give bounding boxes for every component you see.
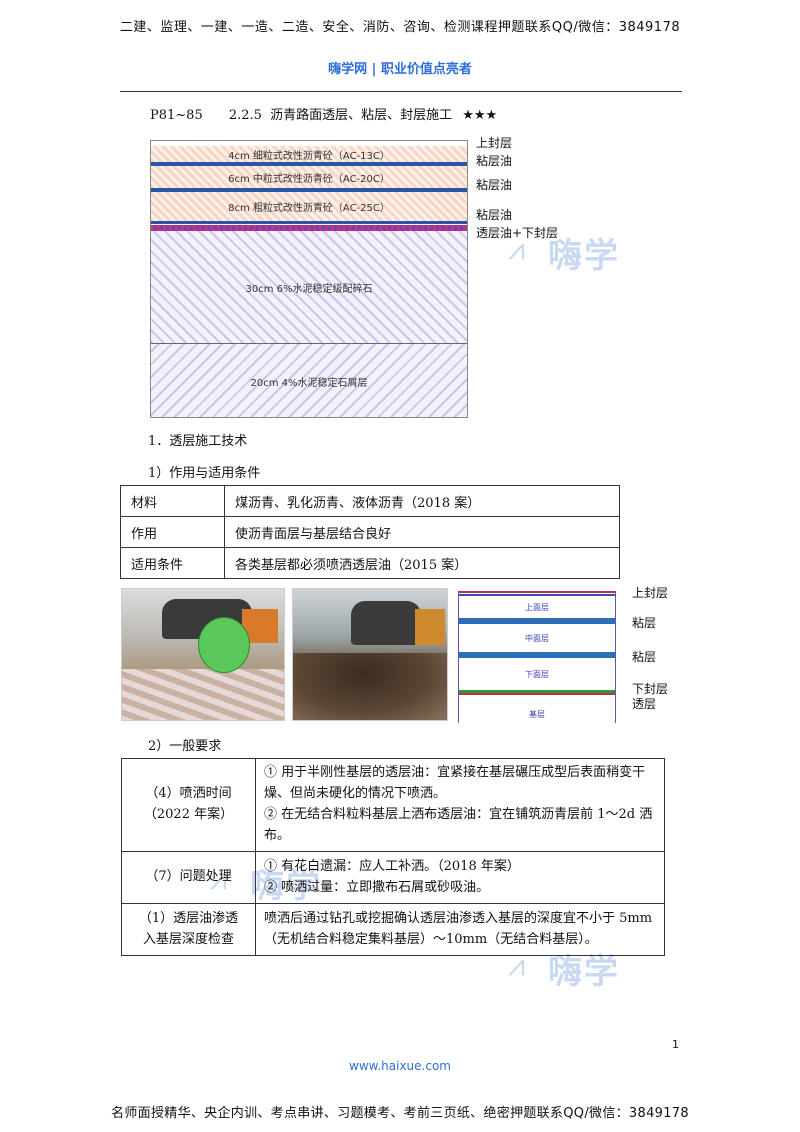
pave-layer-1: 4cm 细粒式改性沥青砼（AC-13C）	[151, 146, 467, 162]
layer-lower: 下面层	[525, 670, 549, 679]
truck-photo-2	[292, 588, 448, 721]
pave-oil-line	[151, 188, 467, 192]
table-value: ① 用于半刚性基层的透层油：宜紧接在基层碾压成型后表面稍变干燥、但尚未硬化的情况…	[255, 758, 665, 852]
label-prime: 透层	[632, 697, 657, 711]
table-row: 作用 使沥青面层与基层结合良好	[120, 516, 620, 548]
pavement-structure-figure: 4cm 细粒式改性沥青砼（AC-13C） 6cm 中粒式改性沥青砼（AC-20C…	[150, 140, 468, 418]
watermark-logo-icon: ⩘	[508, 948, 525, 983]
site-link[interactable]: www.haixue.com	[349, 1059, 451, 1073]
section-number: 2.2.5	[228, 108, 262, 123]
requirement-line: ① 用于半刚性基层的透层油：宜紧接在基层碾压成型后表面稍变干燥、但尚未硬化的情况…	[264, 765, 646, 802]
table-row: （4）喷洒时间 （2022 年案） ① 用于半刚性基层的透层油：宜紧接在基层碾压…	[121, 758, 665, 852]
page-number: 1	[672, 1038, 679, 1051]
table-row: （1）透层油渗透 入基层深度检查 喷洒后通过钻孔或挖掘确认透层油渗透入基层的深度…	[121, 903, 665, 956]
prime-coat-table: 材料 煤沥青、乳化沥青、液体沥青（2018 案） 作用 使沥青面层与基层结合良好…	[120, 485, 620, 579]
brand-slogan[interactable]: 嗨学网 | 职业价值点亮者	[328, 62, 472, 77]
table-value: 煤沥青、乳化沥青、液体沥青（2018 案）	[224, 485, 620, 517]
pave-layer-5: 20cm 4%水泥稳定石屑层	[151, 344, 467, 417]
table-key-line: （4）喷洒时间	[145, 786, 232, 802]
requirement-line: ① 有花白遗漏：应人工补洒。（2018 年案）	[264, 858, 520, 874]
pave-oil-line	[151, 162, 467, 166]
layer-schematic: 上面层 中面层 下面层 基层	[458, 591, 616, 723]
pave-seal-line	[151, 225, 467, 231]
requirement-line: ② 在无结合料粒料基层上洒布透层油：宜在铺筑沥青层前 1～2d 洒布。	[264, 807, 653, 843]
table-value: ① 有花白遗漏：应人工补洒。（2018 年案） ② 喷洒过量：立即撒布石屑或砂吸…	[255, 851, 665, 904]
table-row: 材料 煤沥青、乳化沥青、液体沥青（2018 案）	[120, 485, 620, 517]
label-upper-seal: 上封层	[632, 586, 669, 600]
section-heading: P81~85 2.2.5 沥青路面透层、粘层、封层施工 ★★★	[150, 104, 497, 123]
label-tack: 粘层	[632, 616, 657, 630]
table-key: （7）问题处理	[121, 851, 256, 904]
label-tack-coat: 粘层油	[476, 154, 513, 168]
label-tack-coat: 粘层油	[476, 208, 513, 222]
label-upper-seal: 上封层	[476, 136, 513, 150]
label-prime-lower-seal: 透层油+下封层	[476, 226, 559, 240]
table-key-line: 入基层深度检查	[142, 931, 234, 947]
requirement-line: 喷洒后通过钻孔或挖掘确认透层油渗透入基层的深度宜不小于 5mm（无机结合料稳定集…	[264, 910, 653, 947]
pave-layer-2: 6cm 中粒式改性沥青砼（AC-20C）	[151, 166, 467, 188]
watermark-logo: 嗨学	[548, 236, 620, 276]
table-value: 喷洒后通过钻孔或挖掘确认透层油渗透入基层的深度宜不小于 5mm（无机结合料稳定集…	[255, 903, 665, 956]
pave-layer-3: 8cm 粗粒式改性沥青砼（AC-25C）	[151, 192, 467, 221]
table-key-line: （2022 年案）	[143, 807, 234, 822]
watermark-logo-icon: ⩘	[508, 232, 525, 267]
label-tack-coat: 粘层油	[476, 178, 513, 192]
pave-oil-line	[151, 221, 467, 224]
subsection-subheading: 2）一般要求	[148, 739, 222, 754]
header-divider	[120, 91, 682, 92]
layer-base: 基层	[529, 710, 545, 719]
table-key-line: （7）问题处理	[145, 869, 232, 885]
table-key-line: （1）透层油渗透	[138, 910, 239, 926]
pave-divider	[151, 343, 467, 344]
table-value: 使沥青面层与基层结合良好	[224, 516, 620, 548]
table-value: 各类基层都必须喷洒透层油（2015 案）	[224, 547, 620, 579]
pave-layer-4: 30cm 6%水泥稳定级配碎石	[151, 231, 467, 343]
annotation-bubble	[198, 617, 250, 673]
requirement-line: ② 喷洒过量：立即撒布石屑或砂吸油。	[264, 879, 490, 895]
label-lower-seal: 下封层	[632, 682, 669, 696]
layer-middle: 中面层	[525, 634, 549, 643]
label-tack: 粘层	[632, 650, 657, 664]
table-row: 适用条件 各类基层都必须喷洒透层油（2015 案）	[120, 547, 620, 579]
general-requirements-table: （4）喷洒时间 （2022 年案） ① 用于半刚性基层的透层油：宜紧接在基层碾压…	[121, 758, 665, 956]
table-key: 作用	[120, 516, 225, 548]
table-key: （4）喷洒时间 （2022 年案）	[121, 758, 256, 852]
bottom-banner: 名师面授精华、央企内训、考点串讲、习题模考、考前三页纸、绝密押题联系QQ/微信：…	[111, 1106, 689, 1121]
subsection-heading: 1．透层施工技术	[148, 434, 248, 449]
section-title: 沥青路面透层、粘层、封层施工	[270, 108, 453, 123]
table-key: 适用条件	[120, 547, 225, 579]
importance-stars: ★★★	[462, 108, 498, 123]
layer-upper: 上面层	[525, 603, 549, 612]
table-row: （7）问题处理 ① 有花白遗漏：应人工补洒。（2018 年案） ② 喷洒过量：立…	[121, 851, 665, 904]
table-key: （1）透层油渗透 入基层深度检查	[121, 903, 256, 956]
subsection-subheading: 1）作用与适用条件	[148, 466, 261, 481]
table-key: 材料	[120, 485, 225, 517]
top-banner: 二建、监理、一建、一造、二造、安全、消防、咨询、检测课程押题联系QQ/微信：38…	[119, 20, 681, 35]
page-range: P81~85	[150, 108, 203, 123]
watermark-logo: 嗨学	[548, 952, 620, 992]
